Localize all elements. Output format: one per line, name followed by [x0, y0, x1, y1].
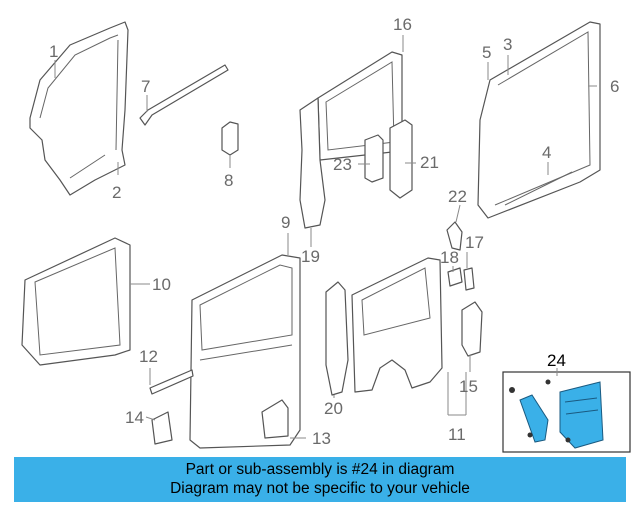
callout-9: 9	[281, 213, 290, 232]
callout-7: 7	[141, 77, 150, 96]
part-19-center-pillar	[299, 97, 326, 229]
part-7-rail	[139, 64, 229, 126]
part-24-assembly	[502, 368, 631, 453]
leader-lines	[54, 35, 597, 439]
callout-14: 14	[125, 408, 144, 427]
callout-5: 5	[482, 43, 491, 62]
callout-15: 15	[459, 377, 478, 396]
part-1-front-pillar	[29, 21, 129, 196]
callout-16: 16	[393, 15, 412, 34]
callout-3: 3	[503, 35, 512, 54]
callout-12: 12	[139, 347, 158, 366]
part-17-striker	[463, 267, 475, 291]
callout-13: 13	[312, 429, 331, 448]
part-15-bracket	[461, 301, 483, 357]
part-13-panel	[261, 399, 289, 439]
part-22-latch	[446, 221, 463, 251]
callout-19: 19	[301, 247, 320, 266]
banner-line-part: Part or sub-assembly is #24 in diagram	[185, 461, 455, 478]
banner-line-disclaimer: Diagram may not be specific to your vehi…	[170, 480, 470, 497]
callout-10: 10	[152, 275, 171, 294]
callout-4: 4	[542, 143, 551, 162]
callout-17: 17	[465, 233, 484, 252]
callout-23: 23	[333, 155, 352, 174]
callout-8: 8	[224, 171, 233, 190]
part-9-sliding-door	[189, 254, 301, 449]
part-21-bracket	[389, 119, 413, 199]
callout-22: 22	[448, 187, 467, 206]
part-20-pillar	[325, 281, 349, 396]
callout-6: 6	[610, 77, 619, 96]
callout-11: 11	[448, 425, 466, 444]
callout-2: 2	[112, 183, 121, 202]
parts-diagram: 1 2 3 4 5 6 7 8 9 10 11 12 13 14 15 16 1…	[21, 15, 631, 453]
part-12-lower-rail	[149, 369, 194, 395]
callout-24: 24	[547, 351, 566, 370]
callout-1: 1	[49, 42, 58, 61]
part-23-bracket	[364, 134, 384, 183]
callout-20: 20	[324, 399, 343, 418]
part-10-side-window	[21, 237, 131, 366]
part-3-rear-frame	[477, 21, 601, 219]
callout-labels: 1 2 3 4 5 6 7 8 9 10 11 12 13 14 15 16 1…	[49, 15, 619, 448]
part-18-hinge	[447, 267, 463, 287]
part-14-bracket	[151, 411, 173, 445]
part-11-quarter-panel	[351, 257, 443, 393]
callout-21: 21	[420, 153, 439, 172]
info-banner: Part or sub-assembly is #24 in diagram D…	[14, 457, 626, 502]
part-8-bracket	[221, 121, 239, 156]
callout-18: 18	[440, 248, 459, 267]
